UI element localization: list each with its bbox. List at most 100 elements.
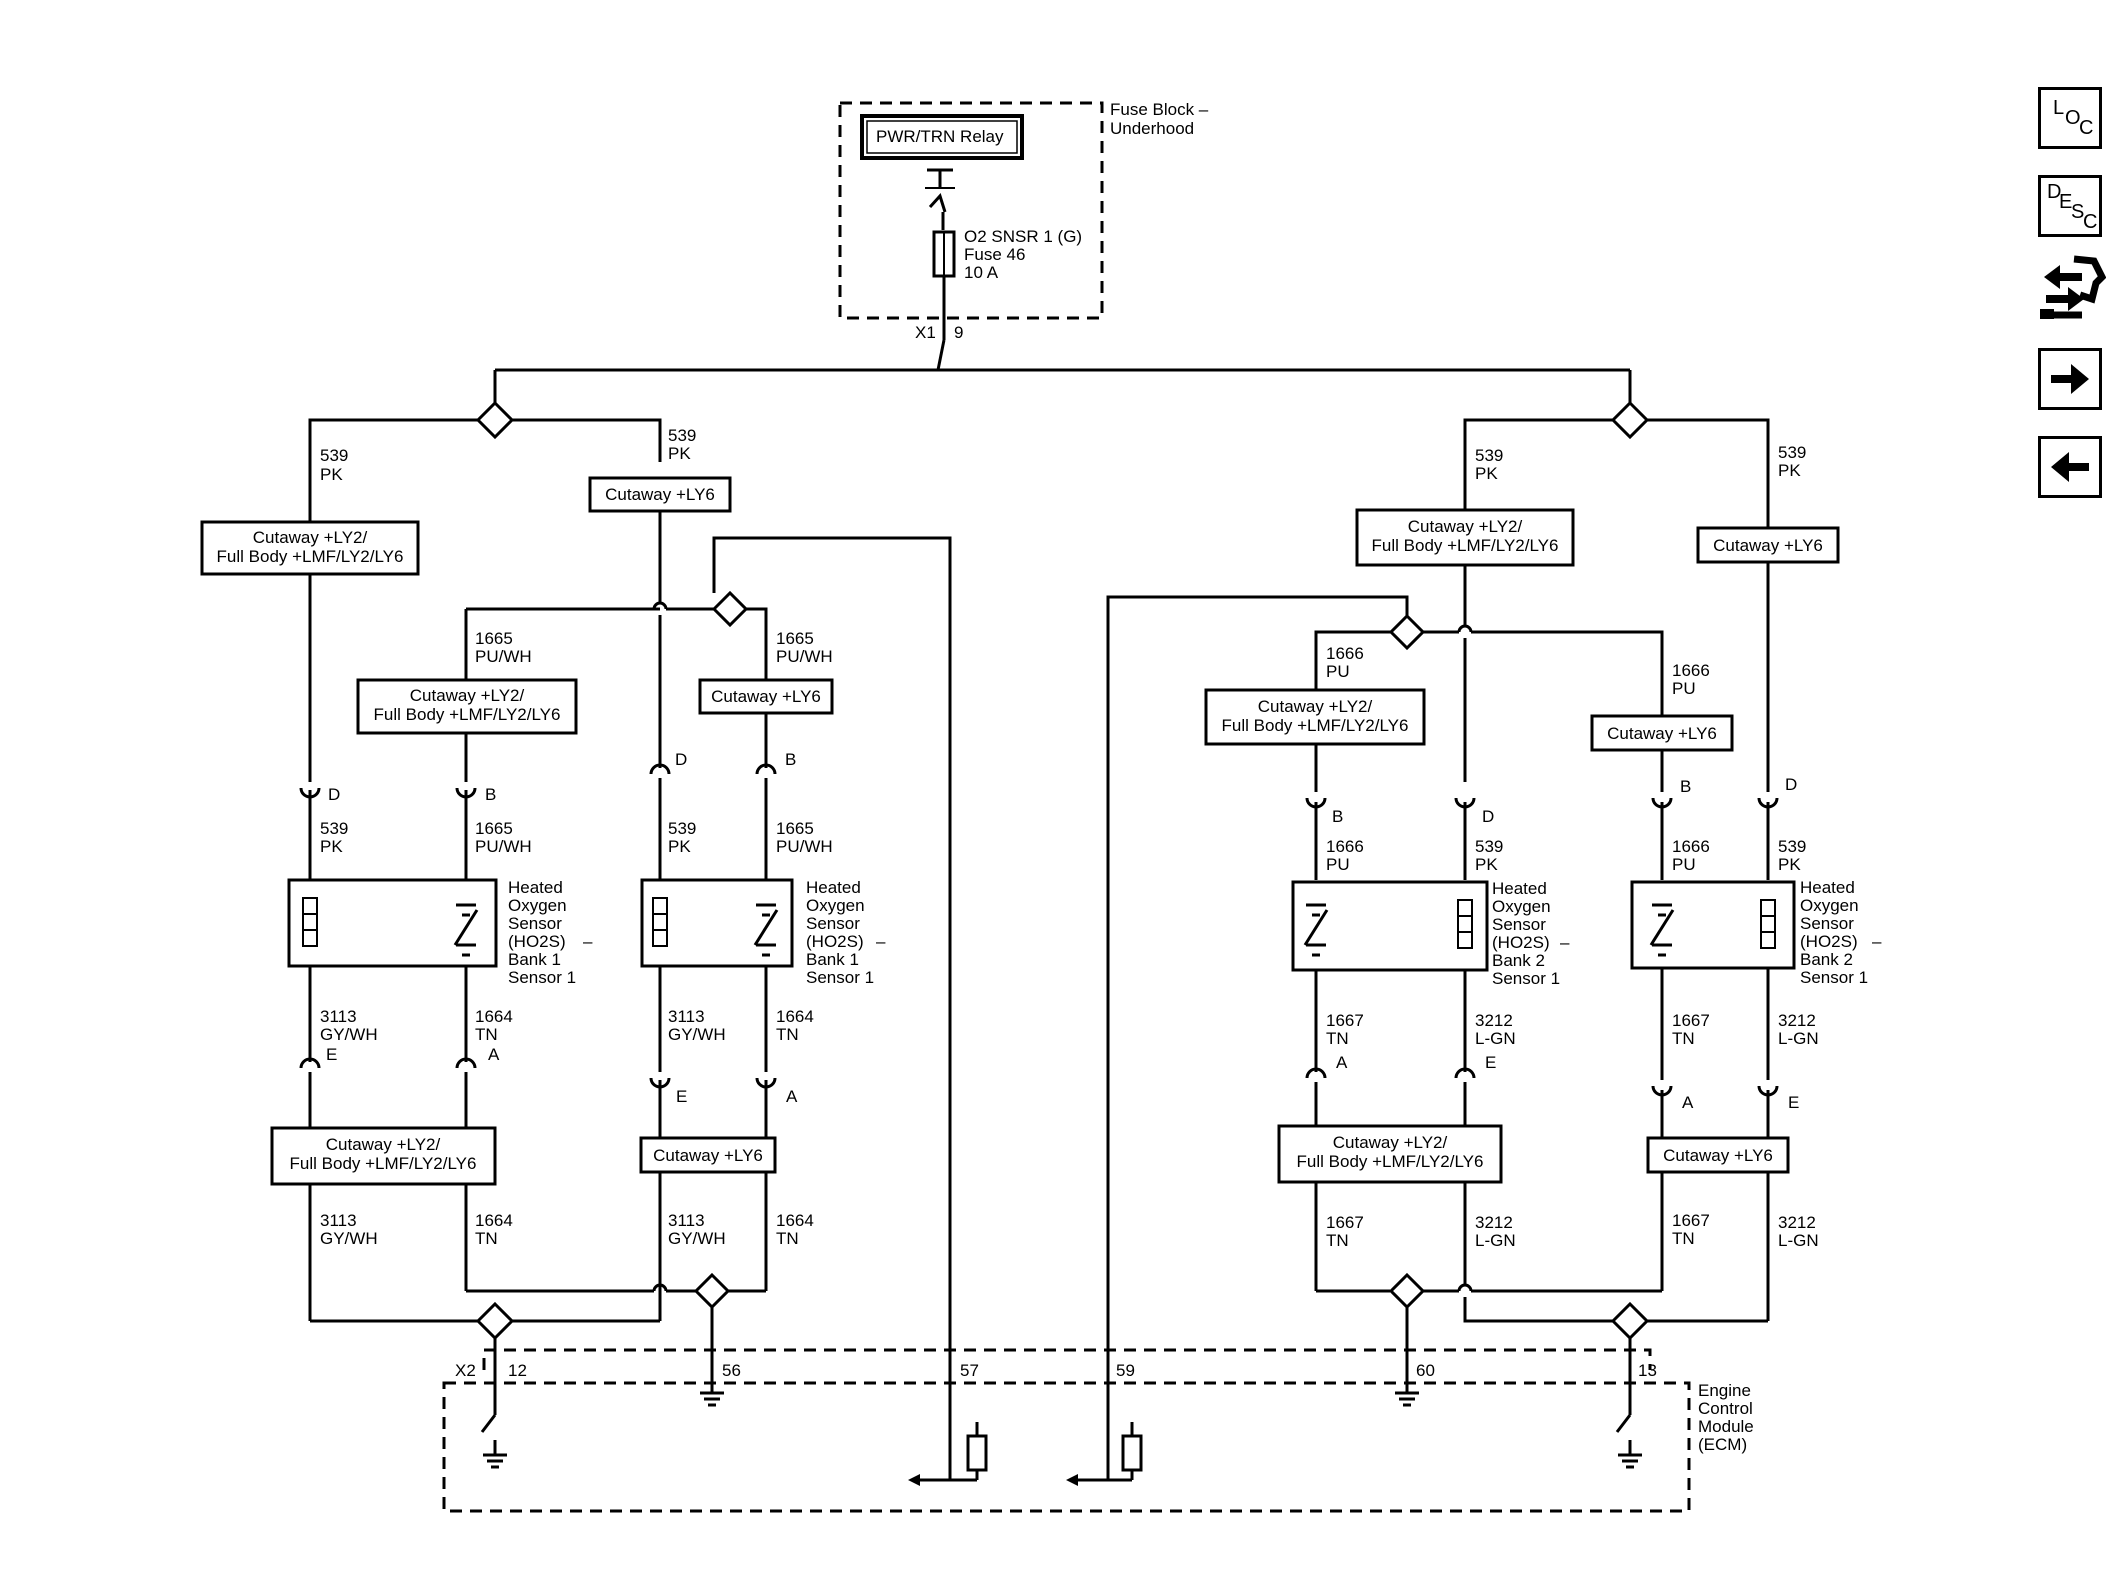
wire-circuit-label: 1667 — [1326, 1011, 1364, 1030]
splice-icon — [1388, 613, 1426, 651]
wire-circuit-label: 3212 — [1778, 1213, 1816, 1232]
wire-color-label: L-GN — [1778, 1029, 1819, 1048]
sensor-label-line: Sensor 1 — [806, 968, 874, 987]
wire-circuit-label: 1666 — [1672, 661, 1710, 680]
sensor-label-line: (HO2S) — [806, 932, 864, 951]
wire-circuit-label: 1666 — [1326, 644, 1364, 663]
option-label: Cutaway +LY6 — [711, 687, 821, 706]
option-label: Cutaway +LY2/ — [253, 528, 368, 547]
wire-color-label: GY/WH — [320, 1025, 378, 1044]
option-label: Cutaway +LY2/ — [1408, 517, 1523, 536]
fuse-rating: 10 A — [964, 263, 999, 282]
option-label-box — [1204, 688, 1426, 746]
oxygen-sensor-element-icon — [1649, 903, 1675, 957]
fuse-connector-x1: X1 — [915, 323, 936, 342]
option-label: Full Body +LMF/LY2/LY6 — [217, 547, 404, 566]
option-label: Cutaway +LY6 — [1607, 724, 1717, 743]
ecm-label: Module — [1698, 1417, 1754, 1436]
wire-color-label: PU/WH — [776, 647, 833, 666]
connector-end-view-icon[interactable] — [2038, 255, 2107, 327]
description-view-button[interactable]: D E S C — [2038, 175, 2102, 237]
wire-circuit-label: 539 — [668, 426, 696, 445]
sensor-label-line: Sensor — [1492, 915, 1546, 934]
loc-letter: C — [2079, 117, 2094, 139]
pin-label: A — [488, 1045, 500, 1064]
wire-color-label: PU — [1326, 662, 1350, 681]
pwr-trn-relay-label: PWR/TRN Relay — [876, 127, 1004, 146]
next-page-button[interactable] — [2038, 348, 2102, 410]
wire-color-label: PU/WH — [776, 837, 833, 856]
option-label: Cutaway +LY6 — [605, 485, 715, 504]
wire-color-label: PU — [1326, 855, 1350, 874]
bank2-sensor-wiring: 539 PK Cutaway +LY2/ Full Body +LMF/LY2/… — [1106, 420, 1882, 1480]
sensor-label-line: Oxygen — [1800, 896, 1859, 915]
fuse-number: Fuse 46 — [964, 245, 1025, 264]
splice-icon — [1388, 1272, 1426, 1310]
ho2s-bank2-sensor1-right — [1630, 880, 1796, 970]
pin-label: E — [676, 1087, 687, 1106]
option-label: Full Body +LMF/LY2/LY6 — [374, 705, 561, 724]
previous-page-button[interactable] — [2038, 436, 2102, 498]
wire-color-label: L-GN — [1475, 1231, 1516, 1250]
wire-color-label: L-GN — [1778, 1231, 1819, 1250]
option-label: Full Body +LMF/LY2/LY6 — [1372, 536, 1559, 555]
oxygen-sensor-element-icon — [453, 903, 479, 957]
wire-color-label: TN — [776, 1025, 799, 1044]
wire-color-label: PU — [1672, 855, 1696, 874]
wire-circuit-label: 1664 — [475, 1211, 513, 1230]
wire-circuit-label: 1666 — [1326, 837, 1364, 856]
ho2s-label: Heated Oxygen Sensor (HO2S) – Bank 1 Sen… — [806, 878, 886, 987]
wire-color-label: GY/WH — [668, 1229, 726, 1248]
pin-label: A — [786, 1087, 798, 1106]
sensor-label-dash: – — [583, 932, 593, 951]
wire-circuit-label: 1667 — [1672, 1211, 1710, 1230]
option-label: Full Body +LMF/LY2/LY6 — [1222, 716, 1409, 735]
pin-label: D — [1482, 807, 1494, 826]
sensor-label-dash: – — [1560, 933, 1570, 952]
wire-color-label: PK — [1778, 855, 1801, 874]
sensor-label-line: Bank 1 — [806, 950, 859, 969]
wire-circuit-label: 539 — [668, 819, 696, 838]
ho2s-label: Heated Oxygen Sensor (HO2S) – Bank 2 Sen… — [1492, 879, 1570, 988]
wire-circuit-label: 1667 — [1326, 1213, 1364, 1232]
power-feed-wiring — [308, 368, 1770, 528]
option-label: Cutaway +LY2/ — [1258, 697, 1373, 716]
ho2s-bank2-sensor1-left — [1291, 880, 1489, 972]
sensor-label-line: Sensor — [806, 914, 860, 933]
sensor-label-line: (HO2S) — [1492, 933, 1550, 952]
wire-circuit-label: 539 — [1475, 837, 1503, 856]
wire-circuit-label: 1664 — [776, 1211, 814, 1230]
wire-color-label: GY/WH — [668, 1025, 726, 1044]
wire-circuit-label: 539 — [1778, 837, 1806, 856]
ecm-pin-label: 59 — [1116, 1361, 1135, 1380]
loc-letter: O — [2065, 107, 2081, 129]
ecm-label: Engine — [1698, 1381, 1751, 1400]
option-label: Full Body +LMF/LY2/LY6 — [1297, 1152, 1484, 1171]
wire-circuit-label: 3212 — [1475, 1213, 1513, 1232]
wire-color-label: PU/WH — [475, 647, 532, 666]
previous-page-arrow-icon — [2051, 452, 2089, 482]
sensor-label-line: Bank 2 — [1800, 950, 1853, 969]
pin-label: B — [1332, 807, 1343, 826]
sensor-label-line: Bank 1 — [508, 950, 561, 969]
engine-control-module: Engine Control Module (ECM) X2 12 56 57 … — [442, 1348, 1754, 1513]
wire-color-label: PK — [668, 837, 691, 856]
wire-circuit-label: 539 — [1475, 446, 1503, 465]
option-label: Cutaway +LY6 — [653, 1146, 763, 1165]
sensor-label-line: Oxygen — [1492, 897, 1551, 916]
fuse-pin-9: 9 — [954, 323, 963, 342]
option-label: Full Body +LMF/LY2/LY6 — [290, 1154, 477, 1173]
wire-circuit-label: 3113 — [668, 1211, 705, 1230]
option-label: Cutaway +LY2/ — [326, 1135, 441, 1154]
ho2s-label: Heated Oxygen Sensor (HO2S) – Bank 1 Sen… — [508, 878, 593, 987]
ecm-pin-label: 60 — [1416, 1361, 1435, 1380]
bank1-sensor-wiring: 539 PK Cutaway +LY2/ Full Body +LMF/LY2/… — [200, 420, 952, 1480]
location-view-button[interactable]: L O C — [2038, 87, 2102, 149]
sensor-label-line: (HO2S) — [1800, 932, 1858, 951]
splice-icon — [711, 590, 749, 628]
fuse-block-title-2: Underhood — [1110, 119, 1194, 138]
reference-input-icon — [908, 1422, 988, 1486]
relay-switch-icon — [925, 168, 955, 230]
option-label-box — [639, 1136, 777, 1174]
wire-color-label: PK — [1475, 464, 1498, 483]
